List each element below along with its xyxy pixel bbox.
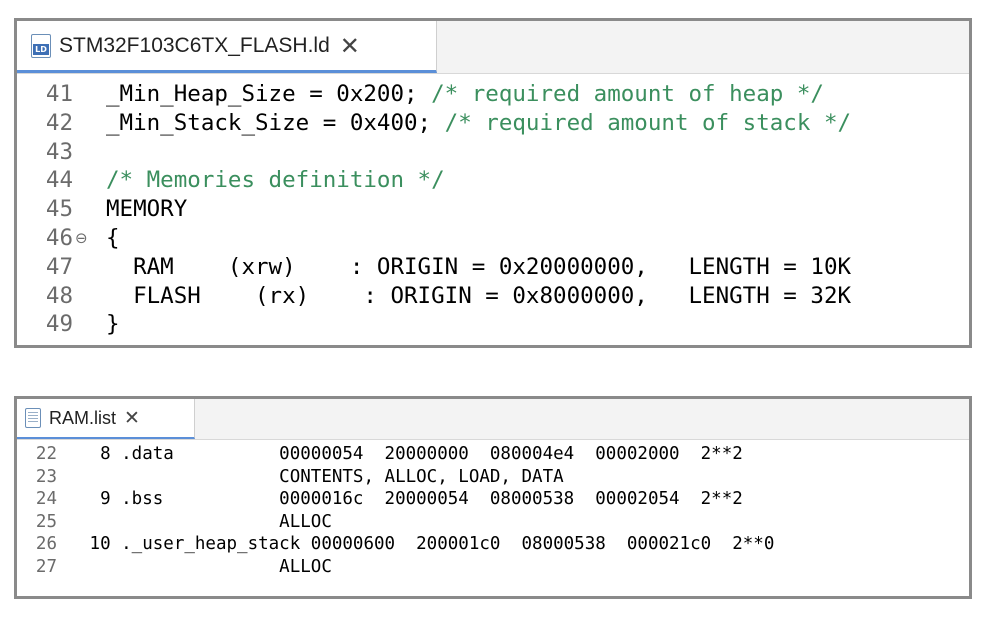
code-text: RAM (xrw) : ORIGIN = 0x20000000, LENGTH …	[106, 253, 852, 280]
list-code-area[interactable]: 22 8 .data 00000054 20000000 080004e4 00…	[17, 440, 969, 579]
code-comment: /* required amount of heap */	[431, 81, 824, 107]
list-line: 24 9 .bss 0000016c 20000054 08000538 000…	[17, 488, 969, 511]
line-text: _Min_Heap_Size = 0x200; /* required amou…	[106, 80, 824, 109]
code-text: MEMORY	[106, 196, 188, 223]
list-line: 27 ALLOC	[17, 556, 969, 579]
text-file-icon	[25, 408, 41, 428]
list-text: 10 ._user_heap_stack 00000600 200001c0 0…	[79, 534, 775, 555]
line-number: 43	[45, 138, 73, 165]
line-number: 41	[45, 81, 73, 107]
line-number: 45	[45, 196, 73, 223]
close-icon[interactable]: ✕	[124, 407, 140, 429]
code-line: 49}	[17, 310, 969, 339]
code-line: 47 RAM (xrw) : ORIGIN = 0x20000000, LENG…	[17, 253, 969, 282]
tab-linker-script[interactable]: LD STM32F103C6TX_FLASH.ld ✕	[17, 21, 437, 73]
line-number: 47	[45, 253, 73, 280]
line-number: 42	[45, 109, 73, 136]
ram-list-editor: RAM.list ✕ 22 8 .data 00000054 20000000 …	[14, 396, 972, 599]
code-line: 45 MEMORY	[17, 195, 969, 224]
line-number: 22	[35, 444, 57, 464]
close-icon[interactable]: ✕	[339, 31, 360, 60]
line-number: 46	[45, 224, 73, 251]
line-text: _Min_Stack_Size = 0x400; /* required amo…	[106, 109, 851, 138]
line-number: 23	[35, 466, 57, 487]
list-text: 8 .data 00000054 20000000 080004e4 00002…	[79, 444, 743, 464]
code-text: {	[106, 224, 120, 251]
code-line: 41 _Min_Heap_Size = 0x200; /* required am…	[17, 80, 969, 109]
code-comment: /* required amount of stack */	[444, 109, 852, 136]
list-text: CONTENTS, ALLOC, LOAD, DATA	[79, 466, 564, 487]
ld-code-area[interactable]: 41 _Min_Heap_Size = 0x200; /* required am…	[17, 74, 969, 339]
code-line: 43	[17, 138, 969, 167]
line-number: 25	[35, 511, 57, 532]
code-text: }	[106, 311, 120, 338]
line-text: /* Memories definition */	[106, 166, 445, 195]
tab-ram-list[interactable]: RAM.list ✕	[17, 399, 195, 439]
line-text: FLASH (rx) : ORIGIN = 0x8000000, LENGTH …	[106, 282, 851, 311]
line-number: 27	[35, 556, 57, 577]
line-number: 49	[45, 311, 73, 338]
list-line: 22 8 .data 00000054 20000000 080004e4 00…	[17, 443, 969, 466]
ld-tab-title: STM32F103C6TX_FLASH.ld	[59, 33, 330, 57]
line-number: 26	[35, 534, 57, 555]
list-tab-title: RAM.list	[49, 407, 116, 428]
list-text: ALLOC	[79, 556, 332, 577]
line-number: 44	[45, 167, 73, 194]
ld-icon-badge: LD	[33, 43, 49, 55]
line-text: {	[106, 224, 120, 253]
ld-file-icon: LD	[31, 33, 51, 58]
code-line: 48 FLASH (rx) : ORIGIN = 0x8000000, LENG…	[17, 282, 969, 311]
line-text: RAM (xrw) : ORIGIN = 0x20000000, LENGTH …	[106, 253, 851, 282]
line-number: 48	[45, 282, 73, 309]
list-line: 23 CONTENTS, ALLOC, LOAD, DATA	[17, 466, 969, 489]
list-text: 9 .bss 0000016c 20000054 08000538 000020…	[79, 489, 743, 510]
list-line: 26 10 ._user_heap_stack 00000600 200001c…	[17, 533, 969, 556]
code-text: _Min_Heap_Size = 0x200;	[106, 81, 432, 107]
code-text: _Min_Stack_Size = 0x400;	[106, 109, 445, 136]
code-comment: /* Memories definition */	[106, 167, 445, 194]
linker-script-editor: LD STM32F103C6TX_FLASH.ld ✕ 41 _Min_Heap_…	[14, 18, 972, 348]
list-text: ALLOC	[79, 511, 332, 532]
code-text: FLASH (rx) : ORIGIN = 0x8000000, LENGTH …	[106, 282, 852, 309]
list-line: 25 ALLOC	[17, 511, 969, 534]
code-line: 44 /* Memories definition */	[17, 166, 969, 195]
list-tab-bar: RAM.list ✕	[17, 399, 969, 440]
line-text: MEMORY	[106, 195, 187, 224]
ld-tab-bar: LD STM32F103C6TX_FLASH.ld ✕	[17, 21, 969, 74]
fold-toggle-icon[interactable]: ⊖	[75, 228, 88, 247]
code-line: 46⊖ {	[17, 224, 969, 253]
line-number: 24	[35, 489, 57, 510]
code-line: 42 _Min_Stack_Size = 0x400; /* required a…	[17, 109, 969, 138]
line-text: }	[106, 310, 120, 339]
